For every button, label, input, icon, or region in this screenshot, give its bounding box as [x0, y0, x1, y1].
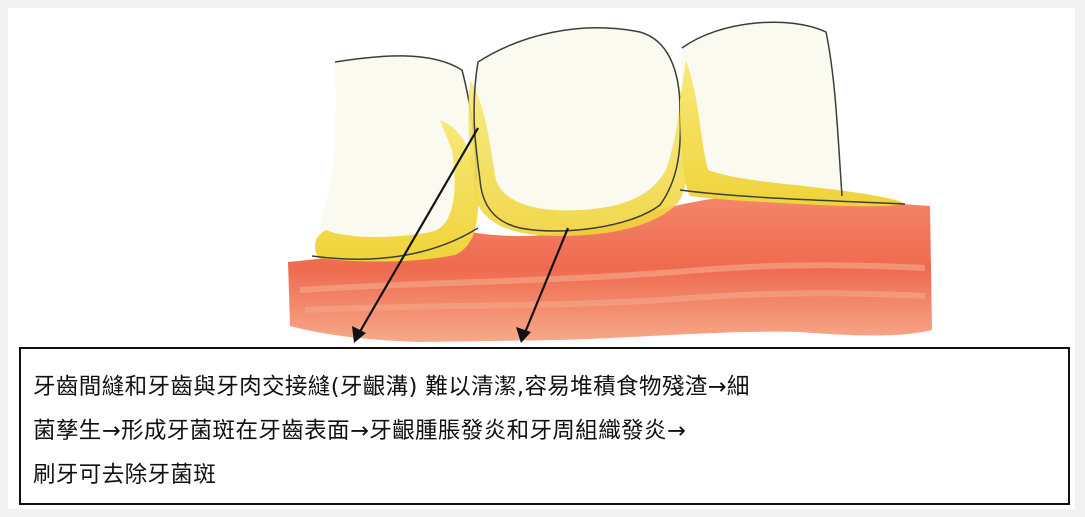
- caption-line-1: 牙齒間縫和牙齒與牙肉交接縫(牙齦溝) 難以清潔,容易堆積食物殘渣→細: [33, 365, 1052, 409]
- caption-box: 牙齒間縫和牙齒與牙肉交接縫(牙齦溝) 難以清潔,容易堆積食物殘渣→細 菌孳生→形…: [19, 347, 1070, 505]
- caption-line-2: 菌孳生→形成牙菌斑在牙齒表面→牙齦腫脹發炎和牙周組織發炎→: [33, 409, 1052, 453]
- caption-line-3: 刷牙可去除牙菌斑: [33, 453, 1052, 497]
